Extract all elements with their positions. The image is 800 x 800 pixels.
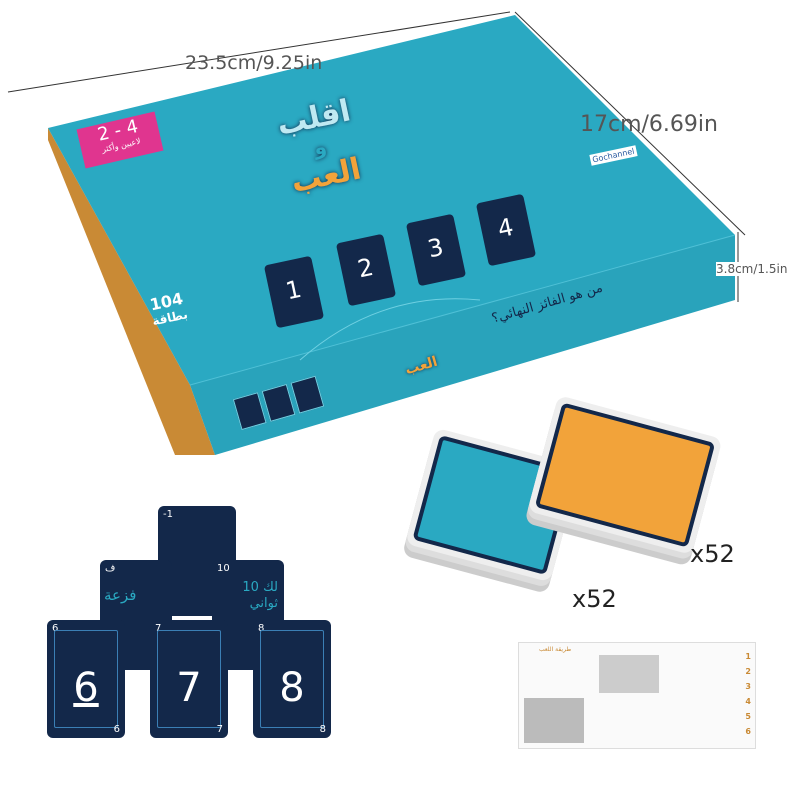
box-top-face: [48, 15, 735, 385]
instruction-photo: [599, 655, 659, 693]
width-dimension: 17cm/6.69in: [580, 112, 718, 137]
height-dimension: 3.8cm/1.5in: [716, 262, 788, 276]
box-front-face: [190, 235, 735, 455]
box-side-orange: [48, 128, 215, 455]
teal-deck-count: x52: [572, 585, 617, 613]
length-dimension: 23.5cm/9.25in: [185, 52, 323, 74]
orange-deck-count: x52: [690, 540, 735, 568]
instruction-photo: [524, 698, 584, 743]
